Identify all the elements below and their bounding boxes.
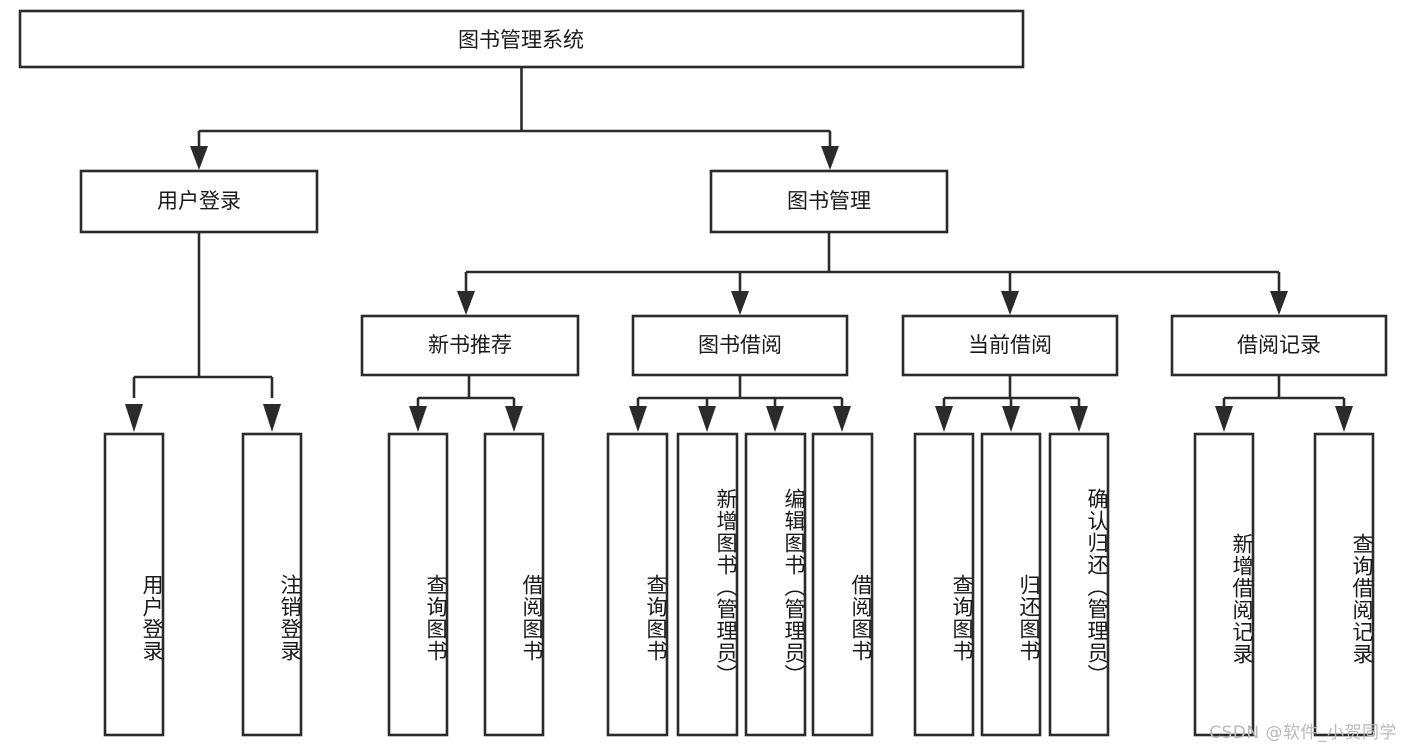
node-current-borrow-label: 当前借阅 — [968, 333, 1052, 357]
node-leaf-user-login[interactable] — [103, 432, 165, 737]
watermark-text: CSDN @软件_小贺同学 — [1209, 723, 1397, 743]
node-root-label: 图书管理系统 — [458, 28, 584, 52]
node-new-book-recommend-label: 新书推荐 — [428, 333, 512, 357]
node-leaf-return-book[interactable] — [980, 432, 1042, 737]
connector-userlogin-to-leaves — [125, 232, 281, 432]
node-leaf-query-book-c[interactable] — [913, 432, 975, 737]
connector-borrowrecord-to-leaves — [1215, 375, 1353, 432]
node-book-borrow[interactable]: 图书借阅 — [631, 314, 849, 377]
node-leaf-add-book[interactable] — [676, 432, 739, 737]
node-leaf-logout[interactable] — [241, 432, 303, 737]
node-leaf-add-borrow-record[interactable] — [1193, 432, 1255, 737]
node-leaf-borrow-book-b[interactable] — [811, 432, 874, 737]
node-book-management[interactable]: 图书管理 — [709, 169, 949, 234]
connector-root-to-level2 — [190, 67, 839, 170]
node-new-book-recommend[interactable]: 新书推荐 — [360, 314, 580, 377]
connector-bookborrow-to-leaves — [629, 375, 851, 432]
node-root[interactable]: 图书管理系统 — [18, 9, 1025, 69]
node-user-login[interactable]: 用户登录 — [79, 169, 319, 234]
connector-bookmgmt-to-level3 — [457, 232, 1288, 315]
node-leaf-edit-book[interactable] — [744, 432, 807, 737]
node-leaf-query-borrow-record[interactable] — [1313, 432, 1375, 737]
node-current-borrow[interactable]: 当前借阅 — [901, 314, 1119, 377]
node-borrow-record-label: 借阅记录 — [1237, 333, 1321, 357]
connector-currentborrow-to-leaves — [935, 375, 1088, 432]
node-leaf-confirm-return[interactable] — [1048, 432, 1110, 737]
node-leaf-borrow-book-a[interactable] — [483, 432, 545, 737]
connector-newbook-to-leaves — [409, 375, 523, 432]
node-book-borrow-label: 图书借阅 — [698, 333, 782, 357]
node-user-login-label: 用户登录 — [157, 189, 241, 213]
node-book-management-label: 图书管理 — [787, 189, 871, 213]
node-leaf-query-book-b[interactable] — [606, 432, 669, 737]
node-borrow-record[interactable]: 借阅记录 — [1170, 314, 1388, 377]
node-leaf-query-book-a[interactable] — [387, 432, 449, 737]
